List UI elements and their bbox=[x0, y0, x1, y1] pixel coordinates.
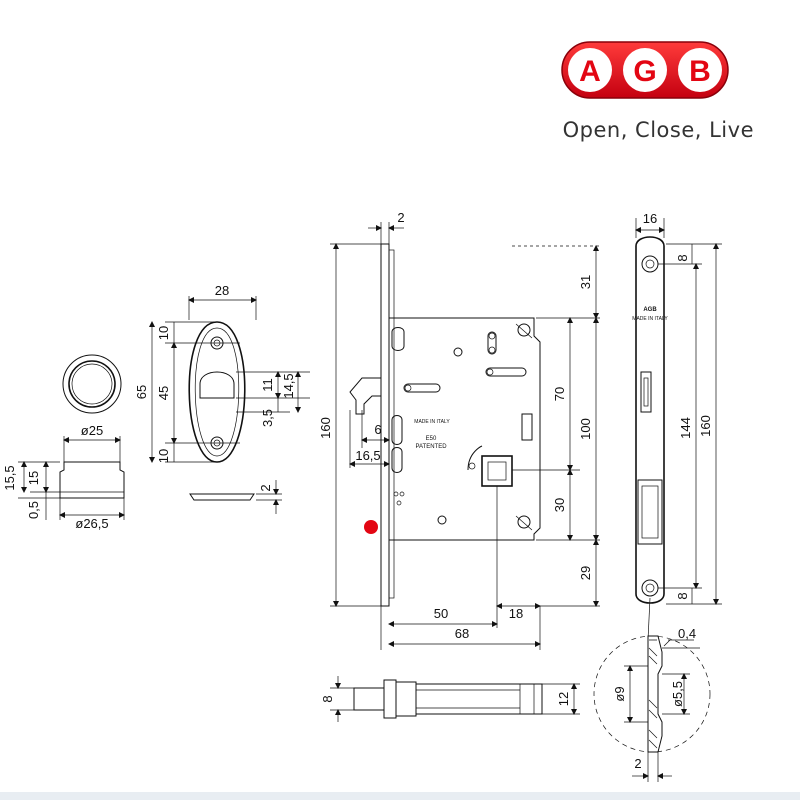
case-pin-mid bbox=[391, 415, 403, 445]
agb-logo: A G B bbox=[561, 41, 729, 99]
lock-case-view: 2 160 6 16,5 MADE IN ITALY E50 bbox=[318, 210, 600, 650]
dim-face-screw-spacing: 144 bbox=[678, 417, 693, 439]
case-made-in: MADE IN ITALY bbox=[414, 419, 450, 425]
case-patented: PATENTED bbox=[415, 444, 447, 450]
dim-plate-14-5: 14,5 bbox=[281, 373, 296, 398]
dim-face-length: 160 bbox=[698, 415, 713, 437]
dim-hook-projection: 16,5 bbox=[355, 448, 380, 463]
dim-plate-3-5: 3,5 bbox=[260, 409, 275, 427]
case-pin-upper bbox=[391, 327, 405, 351]
dim-lower-span: 30 bbox=[552, 498, 567, 512]
dim-face-screw-bottom: 8 bbox=[675, 592, 690, 599]
dim-plate-height: 65 bbox=[134, 385, 149, 399]
dim-upper-span: 70 bbox=[552, 387, 567, 401]
dim-rose-base: 0,5 bbox=[26, 501, 41, 519]
dim-face-screw-top: 8 bbox=[675, 254, 690, 261]
dim-plate-bottom-offset: 10 bbox=[156, 449, 171, 463]
rose-outer-ring bbox=[62, 354, 122, 414]
brand-tagline: Open, Close, Live bbox=[562, 118, 754, 142]
case-faceplate bbox=[380, 243, 390, 607]
front-plate-outline bbox=[635, 236, 665, 604]
dim-top-gap: 31 bbox=[578, 275, 593, 289]
case-body bbox=[388, 317, 541, 541]
dim-bolt-width: 12 bbox=[556, 692, 571, 706]
dim-rose-inner: ø25 bbox=[81, 423, 103, 438]
dim-case-depth: 68 bbox=[455, 626, 469, 641]
dim-rose-body: 15 bbox=[26, 471, 41, 485]
dim-hook-offset: 6 bbox=[374, 422, 381, 437]
plate-outline bbox=[188, 321, 246, 463]
case-pin-low bbox=[391, 447, 403, 473]
case-slot-right bbox=[485, 367, 527, 377]
bottom-strip bbox=[0, 792, 800, 800]
detail-section bbox=[647, 635, 663, 753]
faceplate-front-view: AGB MADE IN ITALY 16 8 144 160 8 bbox=[632, 211, 722, 605]
dim-spindle-offset: 18 bbox=[509, 606, 523, 621]
case-slot-left bbox=[403, 383, 441, 393]
rose-inner-edge bbox=[71, 363, 113, 405]
plate-thumbturn-cutout bbox=[199, 371, 235, 399]
dim-faceplate-thickness: 2 bbox=[397, 210, 404, 225]
case-screw-top bbox=[517, 323, 531, 337]
dim-strike-thickness: 2 bbox=[634, 756, 641, 771]
logo-letter-a: A bbox=[579, 55, 601, 88]
dim-rose-outer: ø26,5 bbox=[75, 516, 108, 531]
front-bolt-window bbox=[637, 479, 663, 545]
dim-face-width: 16 bbox=[643, 211, 657, 226]
dim-strike-offset: 0,4 bbox=[678, 626, 696, 641]
bolt-tongue bbox=[353, 687, 385, 711]
bolt-side-view: 8 12 bbox=[320, 676, 580, 722]
dim-bolt-height: 8 bbox=[320, 695, 335, 702]
dim-strike-hole-small: ø5,5 bbox=[670, 681, 685, 707]
spindle-lever bbox=[467, 445, 483, 471]
dim-backset: 50 bbox=[434, 606, 448, 621]
strike-detail-view: 0,4 ø9 ø5,5 2 bbox=[593, 597, 711, 782]
rose-view: ø25 ø26,5 15,5 15 0,5 bbox=[2, 354, 125, 531]
dim-plate-holes: 45 bbox=[156, 386, 171, 400]
front-brand-mark: AGB bbox=[643, 307, 657, 313]
spindle-square bbox=[481, 455, 513, 487]
dim-bottom-gap: 29 bbox=[578, 566, 593, 580]
front-screw-top bbox=[641, 255, 659, 273]
rose-inner-ring bbox=[68, 360, 116, 408]
rose-side-profile bbox=[59, 461, 125, 499]
bolt-body bbox=[415, 683, 543, 715]
dim-rose-height: 15,5 bbox=[2, 465, 17, 490]
dim-plate-width: 28 bbox=[215, 283, 229, 298]
logo-letter-b: B bbox=[689, 55, 711, 88]
case-patent-code: E50 bbox=[426, 436, 437, 442]
dim-strike-hole: ø9 bbox=[612, 686, 627, 701]
dim-plate-11: 11 bbox=[260, 378, 275, 392]
front-made-in: MADE IN ITALY bbox=[632, 316, 668, 322]
dim-plate-top-offset: 10 bbox=[156, 326, 171, 340]
plate-side-profile bbox=[189, 493, 255, 501]
case-screw-bottom bbox=[517, 515, 531, 529]
logo-circle-g bbox=[623, 48, 667, 92]
front-latch-window bbox=[640, 371, 652, 413]
red-marker-dot bbox=[364, 520, 378, 534]
logo-circle-a bbox=[568, 48, 612, 92]
dim-case-height: 160 bbox=[318, 417, 333, 439]
key-plate-view: 28 65 45 10 10 11 14,5 3,5 2 bbox=[134, 283, 310, 514]
front-screw-bottom bbox=[641, 579, 659, 597]
case-right-tab bbox=[521, 413, 533, 441]
logo-letter-g: G bbox=[633, 55, 656, 88]
latch-hook bbox=[349, 377, 381, 415]
case-vertical-slot bbox=[487, 331, 497, 355]
logo-circle-b bbox=[678, 48, 722, 92]
dim-case-span: 100 bbox=[578, 418, 593, 440]
dim-plate-thickness: 2 bbox=[258, 484, 273, 491]
